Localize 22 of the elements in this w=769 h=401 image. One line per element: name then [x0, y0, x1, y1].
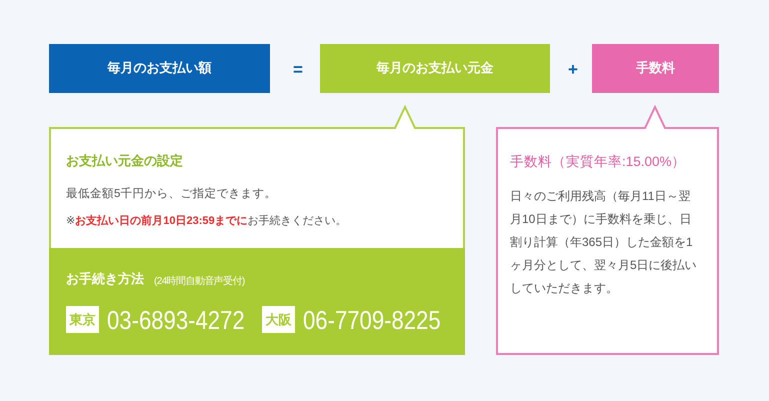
header-box [320, 44, 550, 93]
phone-number: 06-7709-8225 [303, 306, 441, 332]
callout-heading: お支払い元金の設定 [66, 153, 184, 170]
contact-panel [49, 248, 465, 355]
phone-number: 03-6893-4272 [107, 306, 245, 332]
callout-note: ※お支払い日の前月10日23:59までにお手続きください。 [66, 214, 348, 228]
city-badge: 大阪 [262, 306, 295, 333]
plus-sign: + [568, 60, 578, 78]
callout-heading: 手数料（実質年率:15.00%） [510, 153, 687, 171]
box-label: 手数料 [636, 60, 675, 77]
callout-box [496, 105, 719, 355]
callout-box [49, 105, 465, 355]
callout-text: 最低金額5千円から、ご指定できます。 [66, 187, 278, 202]
header-box [49, 44, 270, 93]
equals-sign: = [293, 60, 303, 78]
city-badge: 東京 [66, 306, 99, 333]
box-label: 毎月のお支払い元金 [376, 60, 494, 77]
panel-heading: お手続き方法 [66, 271, 145, 288]
panel-note: (24時間自動音声受付) [154, 275, 246, 288]
callout-text: 日々のご利用残高（毎月11日～翌月10日まで）に手数料を乗じ、日割り計算（年365日）した金額を1ヶ月分として、翌々月5日に後払いしていただきます。 [510, 188, 698, 297]
header-box [592, 44, 719, 93]
box-label: 毎月のお支払い額 [108, 60, 212, 77]
